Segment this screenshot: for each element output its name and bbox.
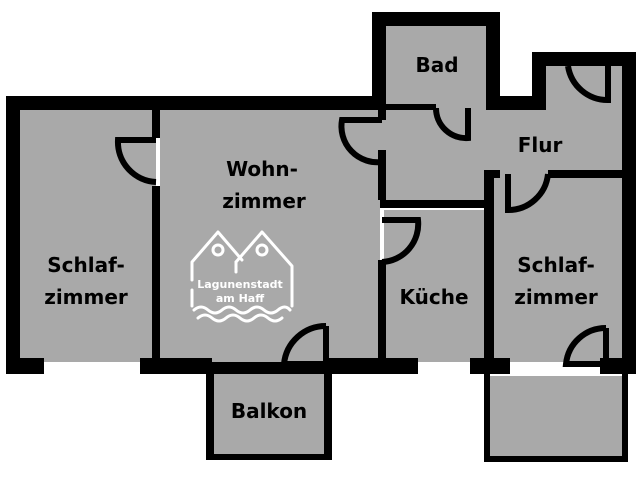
floor-balkon-right: [488, 376, 624, 456]
label-wohnzimmer-line1: Wohn-: [226, 157, 298, 181]
label-bad: Bad: [415, 53, 458, 77]
floor-flur-top: [546, 64, 624, 110]
door-balkon-right: [562, 324, 609, 367]
logo-text-line1: Lagunenstadt: [197, 278, 283, 291]
floor-balkon-left: [212, 370, 326, 456]
floor-kueche: [384, 210, 484, 362]
label-wohnzimmer-line2: zimmer: [222, 189, 306, 213]
label-balkon: Balkon: [231, 399, 307, 423]
door-kueche: [381, 217, 422, 265]
floor-bad: [386, 26, 488, 108]
doors: [114, 65, 611, 367]
door-bad: [432, 107, 471, 142]
door-schlafzimmer-right: [505, 173, 551, 214]
label-schlafzimmer-right-line2: zimmer: [514, 285, 598, 309]
label-schlafzimmer-left-line1: Schlaf-: [47, 253, 125, 277]
walls: [6, 12, 636, 462]
label-flur: Flur: [518, 133, 563, 157]
door-flur-top: [565, 65, 611, 104]
label-kueche: Küche: [399, 285, 468, 309]
logo-text-line2: am Haff: [216, 292, 264, 305]
door-wohnzimmer-flur: [338, 117, 383, 166]
label-schlafzimmer-right-line1: Schlaf-: [517, 253, 595, 277]
floor-fills: [20, 26, 624, 456]
door-balkon-left: [280, 322, 329, 367]
label-schlafzimmer-left-line2: zimmer: [44, 285, 128, 309]
door-schlafzimmer-left: [114, 137, 157, 185]
floor-schlafzimmer-left: [20, 108, 156, 362]
two-houses-waves-icon: [190, 230, 294, 323]
